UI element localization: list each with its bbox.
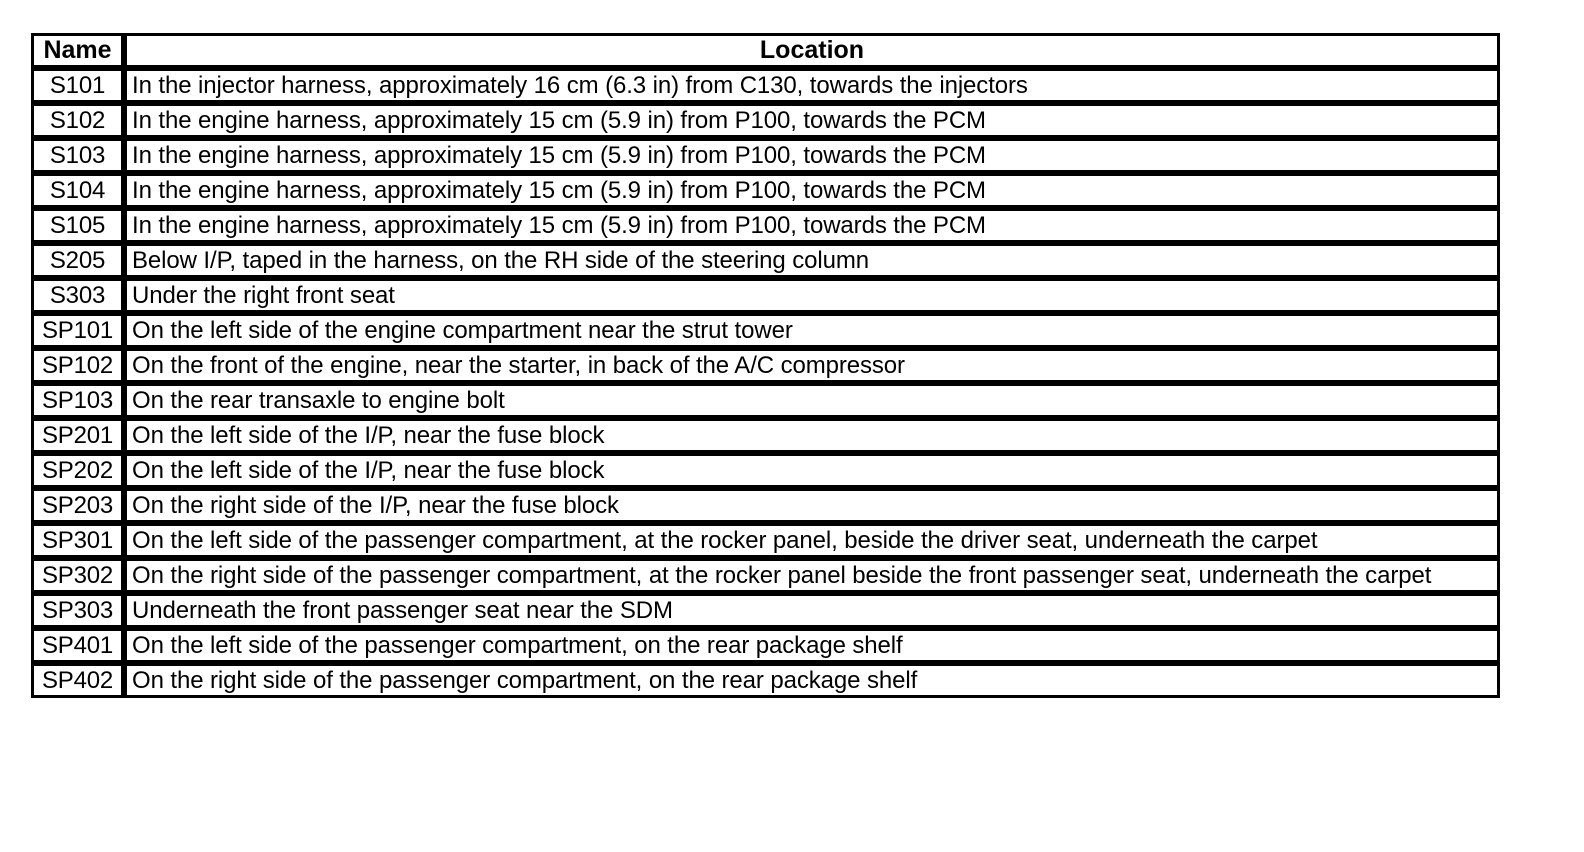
- cell-name: SP301: [31, 523, 124, 558]
- column-header-location: Location: [124, 33, 1500, 68]
- cell-location: In the injector harness, approximately 1…: [124, 68, 1500, 103]
- cell-location: On the left side of the passenger compar…: [124, 628, 1500, 663]
- cell-name: S103: [31, 138, 124, 173]
- cell-location: On the rear transaxle to engine bolt: [124, 383, 1500, 418]
- cell-location: Below I/P, taped in the harness, on the …: [124, 243, 1500, 278]
- cell-location: In the engine harness, approximately 15 …: [124, 103, 1500, 138]
- cell-name: S205: [31, 243, 124, 278]
- table-header-row: Name Location: [31, 33, 1500, 68]
- cell-location: On the left side of the passenger compar…: [124, 523, 1500, 558]
- cell-name: S303: [31, 278, 124, 313]
- cell-location: In the engine harness, approximately 15 …: [124, 208, 1500, 243]
- cell-name: SP202: [31, 453, 124, 488]
- cell-location: On the left side of the I/P, near the fu…: [124, 453, 1500, 488]
- cell-name: SP201: [31, 418, 124, 453]
- cell-location: Underneath the front passenger seat near…: [124, 593, 1500, 628]
- cell-location: On the left side of the I/P, near the fu…: [124, 418, 1500, 453]
- cell-name: S102: [31, 103, 124, 138]
- cell-location: On the left side of the engine compartme…: [124, 313, 1500, 348]
- cell-location: On the right side of the I/P, near the f…: [124, 488, 1500, 523]
- table-header: Name Location: [31, 33, 1500, 68]
- cell-location: On the front of the engine, near the sta…: [124, 348, 1500, 383]
- cell-name: SP303: [31, 593, 124, 628]
- cell-name: SP101: [31, 313, 124, 348]
- cell-name: SP102: [31, 348, 124, 383]
- cell-name: S104: [31, 173, 124, 208]
- cell-name: SP402: [31, 663, 124, 698]
- cell-location: In the engine harness, approximately 15 …: [124, 138, 1500, 173]
- cell-name: S105: [31, 208, 124, 243]
- column-header-name: Name: [31, 33, 124, 68]
- cell-location: Under the right front seat: [124, 278, 1500, 313]
- cell-location: On the right side of the passenger compa…: [124, 558, 1500, 593]
- cell-location: In the engine harness, approximately 15 …: [124, 173, 1500, 208]
- cell-location: On the right side of the passenger compa…: [124, 663, 1500, 698]
- cell-name: SP203: [31, 488, 124, 523]
- cell-name: SP302: [31, 558, 124, 593]
- cell-name: SP401: [31, 628, 124, 663]
- cell-name: S101: [31, 68, 124, 103]
- cell-name: SP103: [31, 383, 124, 418]
